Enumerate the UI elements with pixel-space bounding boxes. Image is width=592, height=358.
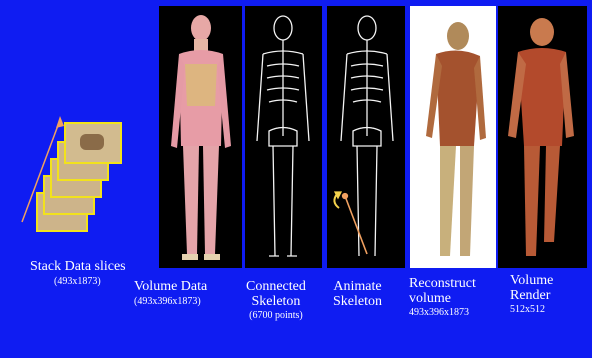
stage-label-stack: Stack Data slices (493x1873)	[30, 260, 126, 287]
stack-slices-figure	[0, 100, 140, 250]
stage-dims: (493x1873)	[54, 277, 126, 288]
stage-title-line: volume	[409, 292, 476, 307]
stage-title-line: Render	[510, 289, 553, 304]
stage-title-line: Animate	[333, 280, 382, 295]
volume-data-image	[159, 6, 242, 268]
stage-label-reconstruct-volume: Reconstruct volume 493x396x1873	[409, 277, 476, 319]
stage-title-line: Skeleton	[333, 295, 382, 310]
stage-title-line: Volume	[510, 274, 553, 289]
volume-render-image	[498, 6, 587, 268]
stage-title: Volume Data	[134, 280, 207, 295]
stage-title-line: Skeleton	[246, 295, 306, 310]
stage-title-line: Reconstruct	[409, 277, 476, 292]
stage-label-animate-skeleton: Animate Skeleton	[333, 280, 382, 309]
stage-label-volume-render: Volume Render 512x512	[510, 274, 553, 316]
stage-label-connected-skeleton: Connected Skeleton (6700 points)	[246, 280, 306, 322]
stage-dims: (493x396x1873)	[134, 297, 207, 308]
stage-dims: 493x396x1873	[409, 308, 476, 319]
stage-title: Stack Data slices	[30, 260, 126, 275]
animate-skeleton-image	[327, 6, 405, 268]
stage-dims: (6700 points)	[246, 311, 306, 322]
stage-title-line: Connected	[246, 280, 306, 295]
slice	[64, 122, 122, 164]
stage-dims: 512x512	[510, 305, 553, 316]
reconstruct-volume-image	[410, 6, 496, 268]
stage-label-volume-data: Volume Data (493x396x1873)	[134, 280, 207, 307]
connected-skeleton-image	[245, 6, 322, 268]
